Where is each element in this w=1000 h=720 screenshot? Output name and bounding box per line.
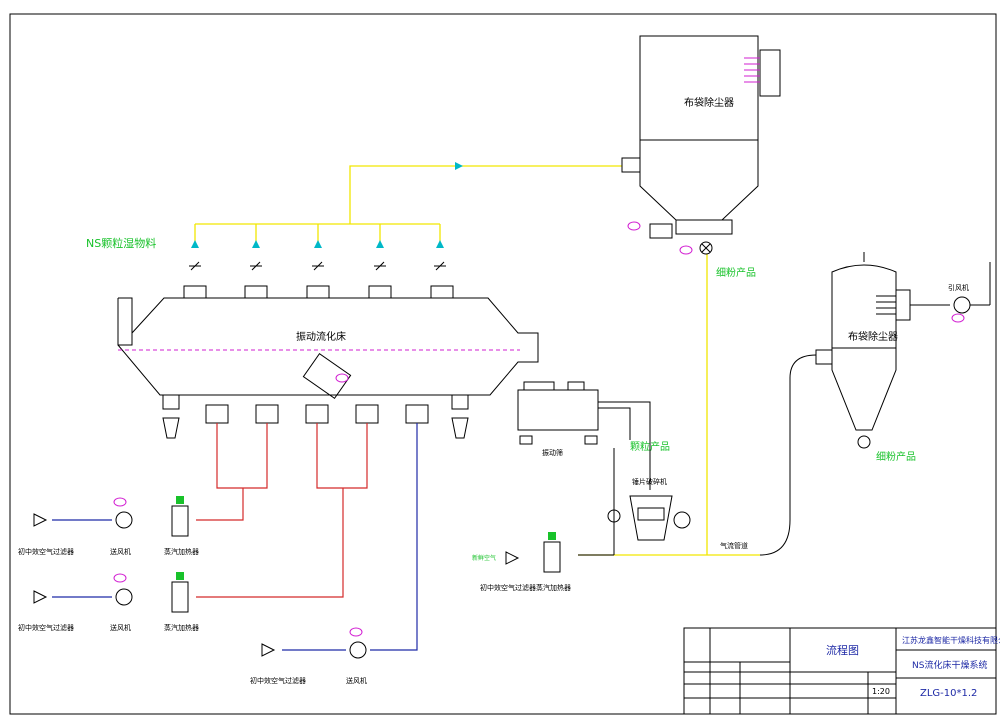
air-units [33,505,561,659]
filter-label-3: 初中效空气过滤器 [250,676,306,685]
right-rotary-valve-icon [857,435,871,449]
crusher [578,448,691,556]
filter-label-4: 初中效空气过滤器 [480,583,536,592]
blower-label-3: 送风机 [346,676,367,685]
bag-filter-top-label: 布袋除尘器 [684,96,734,109]
valve-marks [189,261,446,271]
rotary-valve-icon [699,241,713,255]
granule-product-label: 颗粒产品 [630,440,670,453]
vibrating-screen-label: 振动筛 [542,448,563,457]
company-name: 江苏龙鑫智能干燥科技有限公司 [902,635,1000,645]
cyan-arrows [191,162,463,248]
drawing-number: ZLG-10*1.2 [920,688,977,699]
heater-label-1: 蒸汽加热器 [164,547,199,556]
heater-label-4: 蒸汽加热器 [536,583,571,592]
vibrating-screen [517,381,651,490]
right-filter-pipes [876,295,896,315]
heater-label-2: 蒸汽加热器 [164,623,199,632]
blower-label-2: 送风机 [110,623,131,632]
bag-filter-top [621,35,781,239]
ns-feed-label: NS颗粒湿物料 [86,236,156,250]
bag-filter-right [815,252,911,431]
heater-green-tops [176,496,556,580]
scale: 1:20 [872,687,890,696]
system-name: NS流化床干燥系统 [912,659,987,671]
pneumatic-curve [759,354,817,556]
fine-powder-label-2: 细粉产品 [876,450,916,463]
filter-label-1: 初中效空气过滤器 [18,547,74,556]
drawing-frame [9,13,997,715]
fluid-bed [117,285,539,439]
fluid-bed-label: 振动流化床 [296,330,346,343]
rotary-valve-x2 [701,243,711,253]
bag-filter-top-pipes [744,57,760,83]
drawing-type: 流程图 [826,643,859,657]
bag-filter-right-label: 布袋除尘器 [848,330,898,343]
crusher-label: 锤片破碎机 [632,477,667,486]
title-block [683,627,997,715]
hot-air-lines [196,423,368,598]
exhaust-header [194,165,760,556]
cold-air-lines [52,423,418,651]
labels-group: NS颗粒湿物料 振动流化床 布袋除尘器 布袋除尘器 细粉产品 细粉产品 颗粒产品… [18,96,969,685]
fresh-air-label: 新鲜空气 [472,554,496,562]
blower-label-1: 送风机 [110,547,131,556]
filter-label-2: 初中效空气过滤器 [18,623,74,632]
exhaust-fan-label: 引风机 [948,283,969,292]
pneumatic-label: 气流管道 [720,541,748,550]
exhaust-fan-icon [953,296,971,314]
kw-badges [113,221,965,637]
fine-powder-label-1: 细粉产品 [716,266,756,279]
